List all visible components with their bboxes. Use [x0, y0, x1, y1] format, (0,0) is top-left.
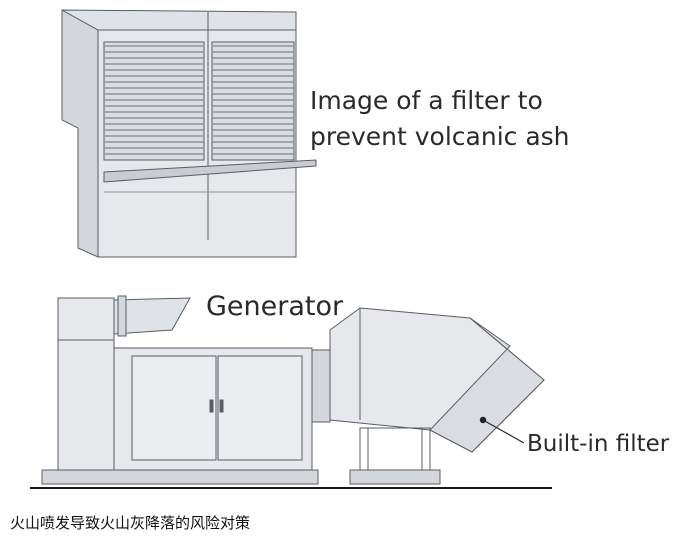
generator-label: Generator [206, 291, 344, 322]
louvered-filter-icon [61, 9, 317, 258]
builtin-filter-leader [482, 419, 525, 444]
builtin-filter-label: Built-in filter [527, 431, 670, 457]
filter-caption-line-1: Image of a filter to [310, 86, 543, 115]
filter-caption-line-2: prevent volcanic ash [310, 122, 570, 151]
figure-caption: 火山喷发导致火山灰降落的风险对策 [10, 514, 251, 532]
generator-icon [41, 295, 545, 485]
